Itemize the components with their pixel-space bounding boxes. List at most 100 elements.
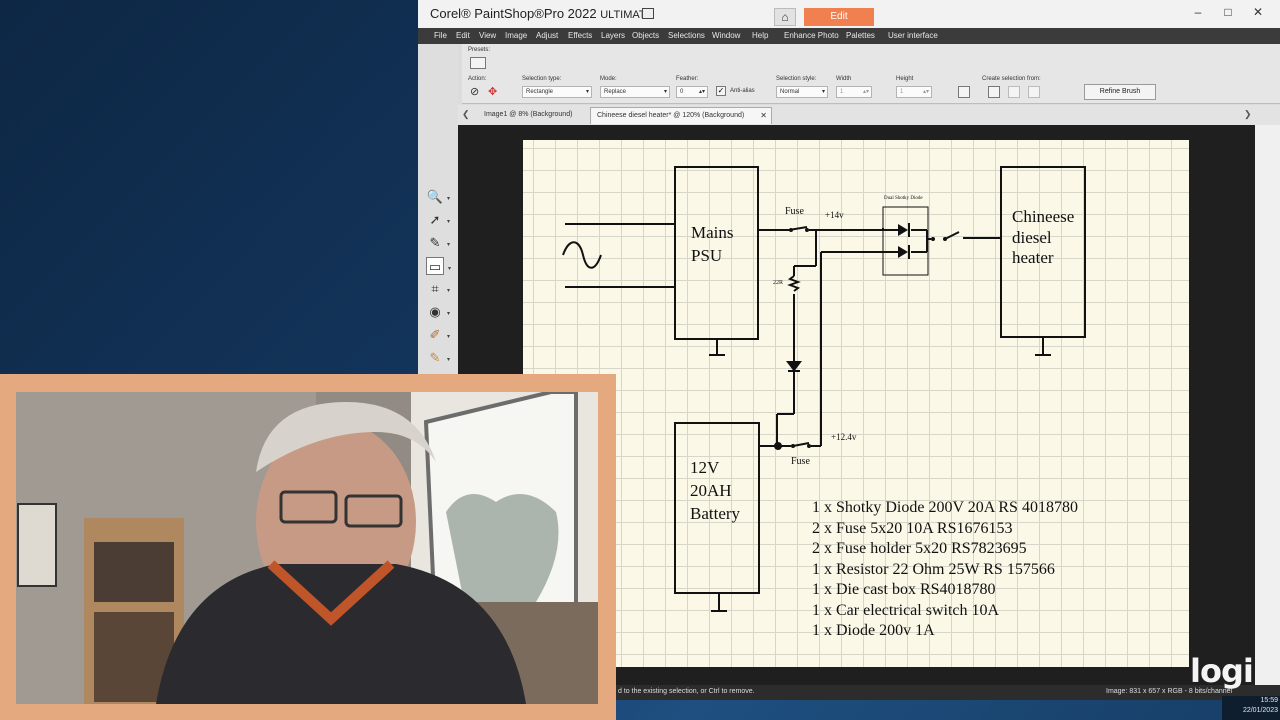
selection-style-value: Normal <box>780 89 800 95</box>
menu-bar: File Edit View Image Adjust Effects Laye… <box>418 28 1280 44</box>
app-title-edition: ULTIMATE <box>600 9 653 21</box>
app-title-brand: Corel® PaintShop®Pro 2022 <box>430 6 597 21</box>
home-icon[interactable]: ⌂ <box>774 8 796 26</box>
selection-from-all-layers-icon[interactable] <box>1008 86 1020 98</box>
bom-item: 1 x Die cast box RS4018780 <box>812 581 996 598</box>
title-bar: Corel® PaintShop®Pro 2022 ULTIMATE ⌂ Edi… <box>418 0 1280 28</box>
refine-brush-button[interactable]: Refine Brush <box>1084 84 1156 100</box>
voltage-124v-label: +12.4v <box>831 432 857 442</box>
width-value: 1 <box>840 89 844 95</box>
selection-style-select[interactable]: Normal▾ <box>776 86 828 98</box>
psu-label-psu: PSU <box>691 246 723 265</box>
bom-item: 1 x Resistor 22 Ohm 25W RS 157566 <box>812 560 1055 578</box>
menu-effects[interactable]: Effects <box>568 31 593 40</box>
menu-window[interactable]: Window <box>712 31 741 40</box>
voltage-14v-label: +14v <box>825 210 844 220</box>
height-label: Height <box>896 76 914 82</box>
feather-value: 0 <box>680 89 684 95</box>
fuse-bottom-link <box>792 442 810 447</box>
tab-image1[interactable]: Image1 @ 8% (Background) <box>484 111 573 118</box>
bill-of-materials: 1 x Shotky Diode 200V 20A RS 4018780 2 x… <box>812 498 1078 642</box>
vertical-scrollbar[interactable] <box>1255 125 1280 685</box>
width-label: Width <box>836 76 852 82</box>
fuse-top-label: Fuse <box>785 206 804 217</box>
feather-label: Feather: <box>676 76 699 82</box>
diode-label: Dual Shotky Diode <box>884 196 923 201</box>
redeye-icon[interactable]: ◉▾ <box>426 303 450 321</box>
antialias-label: Anti-alias <box>730 88 755 94</box>
minimize-button[interactable]: – <box>1194 5 1202 19</box>
menu-help[interactable]: Help <box>752 31 769 40</box>
close-button[interactable]: ✕ <box>1252 5 1264 19</box>
heater-label-2: diesel <box>1012 228 1052 247</box>
bom-item: 2 x Fuse holder 5x20 RS7823695 <box>812 540 1027 557</box>
antialias-checkbox[interactable]: ✓ <box>716 86 726 96</box>
shotky-diode-a <box>898 224 908 236</box>
zoom-icon[interactable]: 🔍▾ <box>426 188 450 206</box>
menu-layers[interactable]: Layers <box>601 31 626 40</box>
battery-label-1: 12V <box>690 458 720 477</box>
webcam-video-feed <box>16 392 598 704</box>
selection-type-select[interactable]: Rectangle▾ <box>522 86 592 98</box>
bom-item: 1 x Diode 200v 1A <box>812 622 935 639</box>
menu-edit[interactable]: Edit <box>456 31 470 40</box>
chevron-down-icon: ▾ <box>447 196 451 202</box>
bom-item: 2 x Fuse 5x20 10A RS1676153 <box>812 519 1013 537</box>
selection-from-merged-icon[interactable] <box>1028 86 1040 98</box>
menu-selections[interactable]: Selections <box>668 31 705 40</box>
chevron-down-icon: ▾ <box>447 334 451 340</box>
status-hint: d to the existing selection, or Ctrl to … <box>618 688 755 695</box>
menu-image[interactable]: Image <box>505 31 528 40</box>
paintbrush-icon[interactable]: ✐▾ <box>426 326 450 344</box>
mode-label: Mode: <box>600 76 617 82</box>
psu-label-mains: Mains <box>691 223 734 242</box>
selection-type-value: Rectangle <box>526 89 554 95</box>
maximize-button[interactable]: □ <box>1224 5 1232 19</box>
menu-file[interactable]: File <box>434 31 447 40</box>
selection-rect-icon[interactable]: ▭▾ <box>426 257 451 275</box>
tabs-scroll-left-icon[interactable]: ❮ <box>462 109 470 119</box>
move-icon[interactable]: ✥ <box>488 86 498 98</box>
document-tabs: ❮ Image1 @ 8% (Background) Chineese dies… <box>458 105 1280 125</box>
bom-item: 1 x Car electrical switch 10A <box>812 601 1000 619</box>
custom-selection-icon[interactable] <box>958 86 970 98</box>
schematic-drawing <box>562 166 1086 612</box>
resistor-22r <box>787 275 801 292</box>
heater-label-3: heater <box>1012 248 1054 267</box>
window-menu-icon[interactable] <box>642 8 654 19</box>
action-icon[interactable]: ⊘ <box>470 86 480 98</box>
menu-adjust[interactable]: Adjust <box>536 31 559 40</box>
mode-select[interactable]: Replace▾ <box>600 86 670 98</box>
menu-palettes[interactable]: Palettes <box>846 31 875 40</box>
pick-arrow-icon[interactable]: ➚▾ <box>426 211 450 229</box>
spinner-icon: ▴▾ <box>862 89 869 95</box>
presets-dropdown[interactable] <box>470 57 486 69</box>
menu-objects[interactable]: Objects <box>632 31 660 40</box>
tray-date: 22/01/2023 <box>1242 707 1278 714</box>
feather-input[interactable]: 0 ▴▾ <box>676 86 708 98</box>
eraser-icon[interactable]: ✎▾ <box>426 349 450 367</box>
image-canvas[interactable]: Mains PSU Chineese diesel heater 12V 20A… <box>523 140 1189 667</box>
tabs-scroll-right-icon[interactable]: ❯ <box>1244 109 1252 119</box>
menu-enhance-photo[interactable]: Enhance Photo <box>784 31 839 40</box>
menu-user-interface[interactable]: User interface <box>888 31 938 40</box>
tab-chineese-diesel-heater[interactable]: Chineese diesel heater* @ 120% (Backgrou… <box>590 107 772 124</box>
system-tray-clock[interactable]: 15:59 22/01/2023 <box>1222 696 1280 720</box>
selection-from-layer-icon[interactable] <box>988 86 1000 98</box>
spinner-icon: ▴▾ <box>698 89 705 95</box>
close-tab-icon[interactable]: ✕ <box>760 111 767 120</box>
height-value: 1 <box>900 89 904 95</box>
spinner-icon: ▴▾ <box>922 89 929 95</box>
height-input[interactable]: 1 ▴▾ <box>896 86 932 98</box>
menu-view[interactable]: View <box>479 31 497 40</box>
webcam-scene-image <box>16 392 598 704</box>
presets-label: Presets: <box>468 47 491 53</box>
edit-workspace-tab[interactable]: Edit <box>804 8 874 26</box>
chevron-down-icon: ▾ <box>447 311 451 317</box>
create-from-label: Create selection from: <box>982 76 1041 82</box>
crop-icon[interactable]: ⌗▾ <box>426 280 450 298</box>
width-input[interactable]: 1 ▴▾ <box>836 86 872 98</box>
tools-toolbar: 🔍▾ ➚▾ ✎▾ ▭▾ ⌗▾ ◉▾ ✐▾ ✎▾ <box>418 186 458 376</box>
app-title: Corel® PaintShop®Pro 2022 ULTIMATE <box>430 6 653 21</box>
dropper-icon[interactable]: ✎▾ <box>426 234 450 252</box>
